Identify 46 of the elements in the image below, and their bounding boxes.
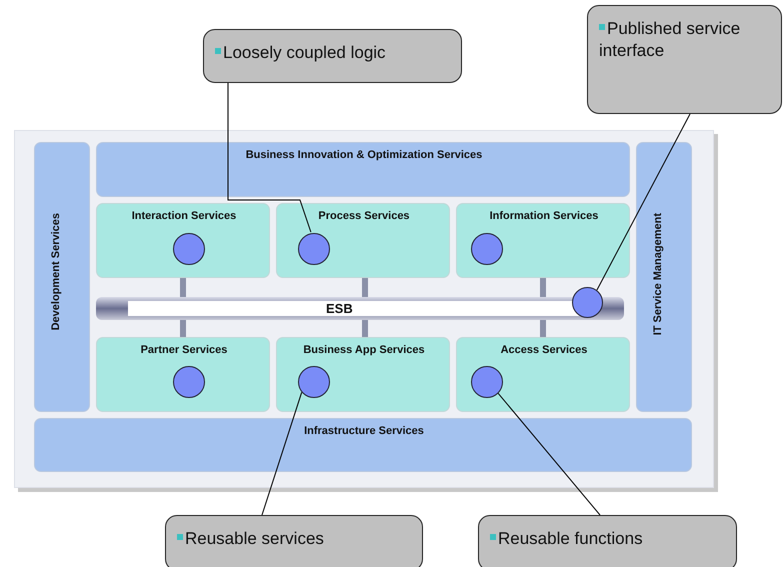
service-box <box>96 337 270 412</box>
band-label: Infrastructure Services <box>303 425 425 437</box>
service-label: Partner Services <box>140 344 228 356</box>
callout-text: Reusable services <box>177 528 414 550</box>
band-label: Business Innovation & Optimization Services <box>244 149 484 161</box>
connector-bar <box>180 320 186 337</box>
service-box <box>96 203 270 278</box>
service-circle <box>173 366 205 398</box>
leader-line <box>596 114 690 291</box>
service-circle <box>298 233 330 265</box>
callout-box <box>478 515 737 567</box>
bus-label: ESB <box>326 301 353 316</box>
service-circle <box>173 233 205 265</box>
callout-box <box>587 5 782 114</box>
bus-bar <box>96 297 624 320</box>
connector-bar <box>540 320 546 337</box>
service-box <box>276 203 450 278</box>
leader-line <box>496 392 600 516</box>
connector-bar <box>362 320 368 337</box>
leader-line <box>228 82 312 233</box>
service-box <box>456 203 630 278</box>
band-label: IT Service Management <box>652 213 665 336</box>
connector-bar <box>362 278 368 297</box>
service-circle <box>471 366 503 398</box>
connector-bar <box>540 278 546 297</box>
callout-box <box>165 515 423 567</box>
service-band <box>96 142 630 197</box>
service-circle <box>298 366 330 398</box>
leader-line <box>262 392 302 516</box>
service-band <box>34 142 90 412</box>
service-label: Business App Services <box>302 344 426 356</box>
service-box <box>456 337 630 412</box>
callout-text: Reusable functions <box>490 528 728 550</box>
service-band <box>34 418 692 472</box>
callout-box <box>203 29 462 83</box>
callout-text: Loosely coupled logic <box>215 42 453 64</box>
band-label: Development Services <box>50 213 63 330</box>
service-circle <box>471 233 503 265</box>
service-label: Information Services <box>488 210 600 222</box>
service-band <box>636 142 692 412</box>
service-label: Interaction Services <box>130 210 238 222</box>
service-label: Process Services <box>317 210 411 222</box>
callout-text: Published service interface <box>599 18 773 62</box>
service-box <box>276 337 450 412</box>
connector-bar <box>180 278 186 297</box>
service-label: Access Services <box>500 344 588 356</box>
